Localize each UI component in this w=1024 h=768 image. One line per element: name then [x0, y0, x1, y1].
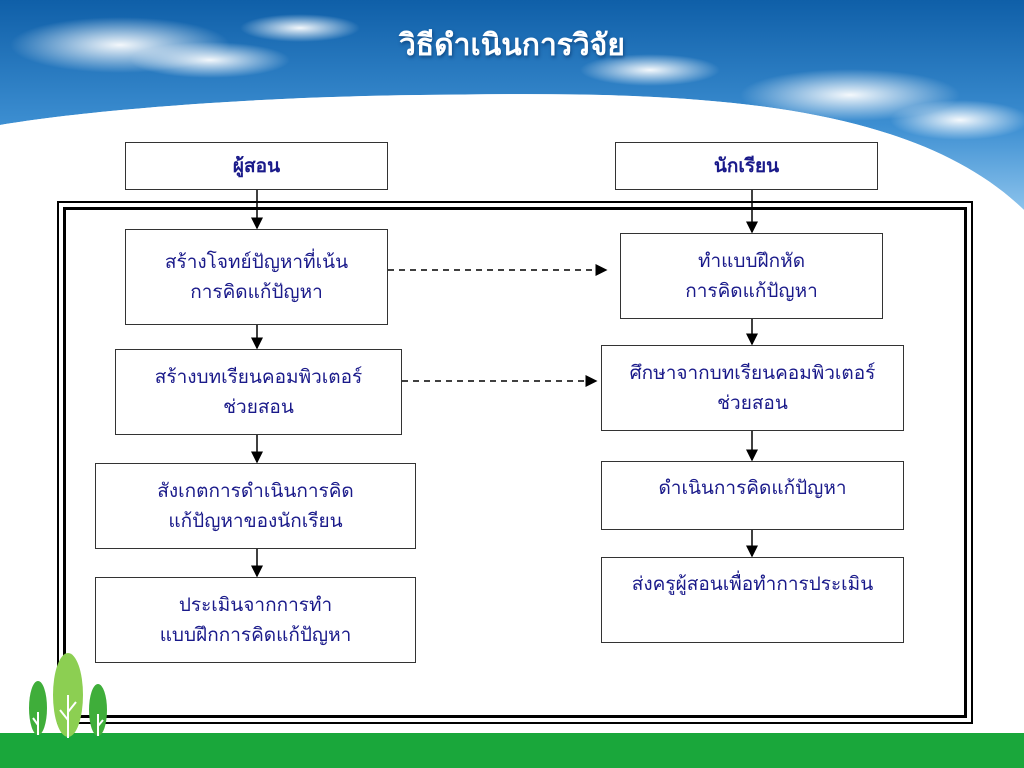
student-header-box: นักเรียน [615, 142, 878, 190]
student-step-4-line-1: ส่งครูผู้สอนเพื่อทำการประเมิน [631, 573, 874, 595]
teacher-step-1-line-1: สร้างโจทย์ปัญหาที่เน้น [164, 251, 349, 273]
student-step-2-line-2: ช่วยสอน [717, 392, 788, 414]
diagram-outer-frame [57, 201, 973, 724]
teacher-step-1-line-2: การคิดแก้ปัญหา [190, 281, 323, 303]
student-step-4: ส่งครูผู้สอนเพื่อทำการประเมิน [601, 557, 904, 643]
teacher-step-4: ประเมินจากการทำ แบบฝึกการคิดแก้ปัญหา [95, 577, 416, 663]
student-step-1: ทำแบบฝึกหัด การคิดแก้ปัญหา [620, 233, 883, 319]
teacher-step-3: สังเกตการดำเนินการคิด แก้ปัญหาของนักเรีย… [95, 463, 416, 549]
teacher-step-2-line-2: ช่วยสอน [223, 396, 294, 418]
student-step-2-line-1: ศึกษาจากบทเรียนคอมพิวเตอร์ [629, 362, 876, 384]
student-header-label: นักเรียน [713, 155, 780, 177]
page-title: วิธีดำเนินการวิจัย [399, 28, 625, 63]
sky-banner [0, 0, 1024, 220]
diagram-inner-frame [63, 207, 967, 718]
teacher-step-4-line-2: แบบฝึกการคิดแก้ปัญหา [159, 624, 352, 646]
teacher-step-3-line-2: แก้ปัญหาของนักเรียน [168, 510, 343, 532]
teacher-step-2-line-1: สร้างบทเรียนคอมพิวเตอร์ [154, 366, 363, 388]
teacher-step-4-line-1: ประเมินจากการทำ [178, 594, 333, 616]
tree-logo-icon [29, 653, 107, 738]
teacher-header-box: ผู้สอน [125, 142, 388, 190]
teacher-step-2: สร้างบทเรียนคอมพิวเตอร์ ช่วยสอน [115, 349, 402, 435]
student-step-3: ดำเนินการคิดแก้ปัญหา [601, 461, 904, 530]
student-step-3-line-1: ดำเนินการคิดแก้ปัญหา [658, 477, 847, 499]
teacher-step-3-line-1: สังเกตการดำเนินการคิด [157, 480, 354, 502]
student-step-2: ศึกษาจากบทเรียนคอมพิวเตอร์ ช่วยสอน [601, 345, 904, 431]
student-step-1-line-2: การคิดแก้ปัญหา [685, 280, 818, 302]
teacher-step-1: สร้างโจทย์ปัญหาที่เน้น การคิดแก้ปัญหา [125, 229, 388, 325]
teacher-header-label: ผู้สอน [232, 155, 281, 177]
student-step-1-line-1: ทำแบบฝึกหัด [697, 250, 806, 272]
footer-green-bar [0, 733, 1024, 768]
